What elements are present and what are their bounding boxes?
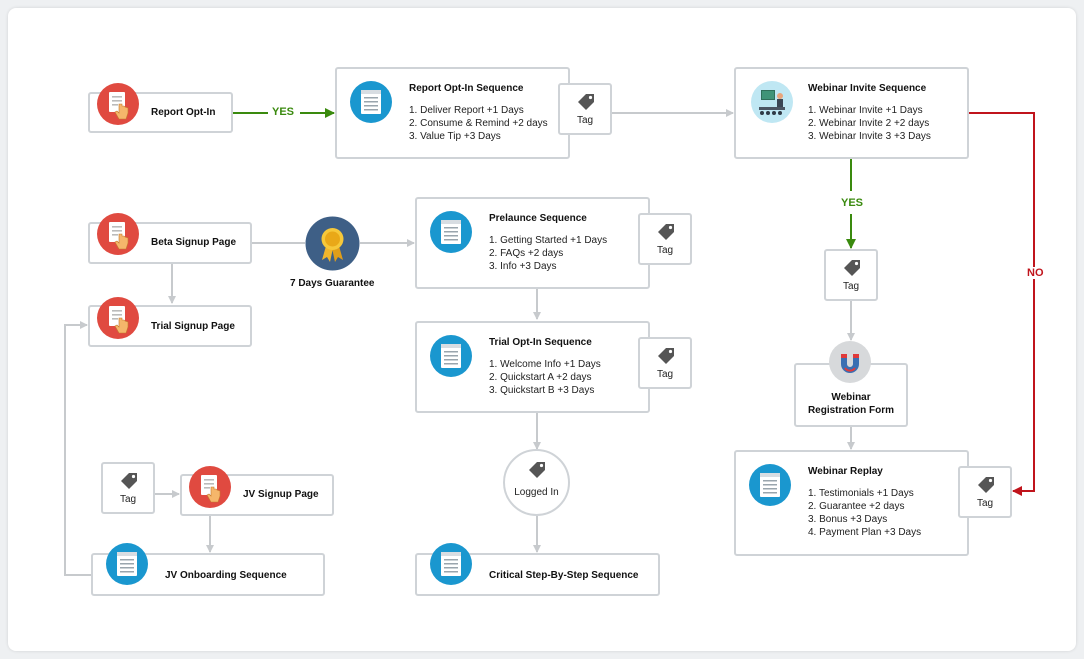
tag-icon <box>121 473 137 489</box>
logged-in-node[interactable] <box>503 449 570 516</box>
tag-trial-sequence[interactable]: Tag <box>638 337 692 389</box>
webinar-form-title-line2: Registration Form <box>807 405 895 416</box>
hand-pointer-page-icon <box>96 82 140 126</box>
list-item: 2. Guarantee +2 days <box>808 501 905 512</box>
tag-icon <box>658 348 674 364</box>
presenter-icon <box>750 80 794 124</box>
list-item: 1. Webinar Invite +1 Days <box>808 105 923 116</box>
list-item: 2. Consume & Remind +2 days <box>409 118 548 129</box>
report-sequence-title: Report Opt-In Sequence <box>409 83 524 94</box>
list-item: 2. Quickstart A +2 days <box>489 372 592 383</box>
notepad-icon <box>429 542 473 586</box>
list-item: 3. Quickstart B +3 Days <box>489 385 595 396</box>
hand-pointer-page-icon <box>96 296 140 340</box>
tag-icon <box>578 94 594 110</box>
jv-onboarding-title: JV Onboarding Sequence <box>165 570 287 581</box>
tag-label: Tag <box>976 498 994 509</box>
ribbon-medal-icon[interactable] <box>305 216 360 271</box>
tag-webinar-replay[interactable]: Tag <box>958 466 1012 518</box>
tag-icon <box>529 462 545 478</box>
trial-sequence-title: Trial Opt-In Sequence <box>489 337 592 348</box>
notepad-icon <box>429 210 473 254</box>
list-item: 1. Getting Started +1 Days <box>489 235 608 246</box>
list-item: 3. Bonus +3 Days <box>808 514 888 525</box>
list-item: 2. Webinar Invite 2 +2 days <box>808 118 930 129</box>
guarantee-title: 7 Days Guarantee <box>290 278 375 289</box>
list-item: 3. Webinar Invite 3 +3 Days <box>808 131 931 142</box>
webinar-invite-list: 1. Webinar Invite +1 Days 2. Webinar Inv… <box>808 104 931 143</box>
no-connector <box>968 112 1035 496</box>
yes-label-webinar: YES <box>841 197 864 209</box>
list-item: 1. Deliver Report +1 Days <box>409 105 524 116</box>
critical-sequence-title: Critical Step-By-Step Sequence <box>489 570 639 581</box>
yes-label-report: YES <box>272 106 295 118</box>
hand-pointer-page-icon <box>96 212 140 256</box>
magnet-icon <box>828 340 872 384</box>
tag-webinar-invite[interactable]: Tag <box>824 249 878 301</box>
tag-label: Tag <box>656 369 674 380</box>
list-item: 2. FAQs +2 days <box>489 248 564 259</box>
report-sequence-list: 1. Deliver Report +1 Days 2. Consume & R… <box>409 104 548 143</box>
report-optin-title: Report Opt-In <box>151 107 216 118</box>
tag-icon <box>658 224 674 240</box>
no-label: NO <box>1025 267 1046 279</box>
tag-label: Tag <box>576 115 594 126</box>
tag-label: Tag <box>119 494 137 505</box>
prelaunch-sequence-list: 1. Getting Started +1 Days 2. FAQs +2 da… <box>489 234 607 273</box>
connector-onboarding-trial <box>64 321 92 576</box>
notepad-icon <box>349 80 393 124</box>
beta-signup-title: Beta Signup Page <box>151 237 237 248</box>
list-item: 1. Testimonials +1 Days <box>808 488 914 499</box>
logged-in-label: Logged In <box>514 487 559 498</box>
list-item: 3. Info +3 Days <box>489 261 557 272</box>
tag-icon <box>978 477 994 493</box>
list-item: 1. Welcome Info +1 Days <box>489 359 601 370</box>
notepad-icon <box>748 463 792 507</box>
list-item: 4. Payment Plan +3 Days <box>808 527 922 538</box>
tag-report-sequence[interactable]: Tag <box>558 83 612 135</box>
tag-jv[interactable]: Tag <box>101 462 155 514</box>
notepad-icon <box>429 334 473 378</box>
trial-sequence-list: 1. Welcome Info +1 Days 2. Quickstart A … <box>489 358 601 397</box>
list-item: 3. Value Tip +3 Days <box>409 131 501 142</box>
webinar-invite-title: Webinar Invite Sequence <box>808 83 927 94</box>
prelaunch-sequence-title: Prelaunce Sequence <box>489 213 587 224</box>
notepad-icon <box>105 542 149 586</box>
tag-label: Tag <box>656 245 674 256</box>
trial-signup-title: Trial Signup Page <box>151 321 235 332</box>
webinar-replay-title: Webinar Replay <box>808 466 883 477</box>
webinar-form-title-line1: Webinar <box>831 392 871 403</box>
webinar-replay-list: 1. Testimonials +1 Days 2. Guarantee +2 … <box>808 487 921 539</box>
tag-label: Tag <box>842 281 860 292</box>
jv-signup-title: JV Signup Page <box>243 489 319 500</box>
tag-icon <box>844 260 860 276</box>
tag-prelaunch-sequence[interactable]: Tag <box>638 213 692 265</box>
hand-pointer-page-icon <box>188 465 232 509</box>
